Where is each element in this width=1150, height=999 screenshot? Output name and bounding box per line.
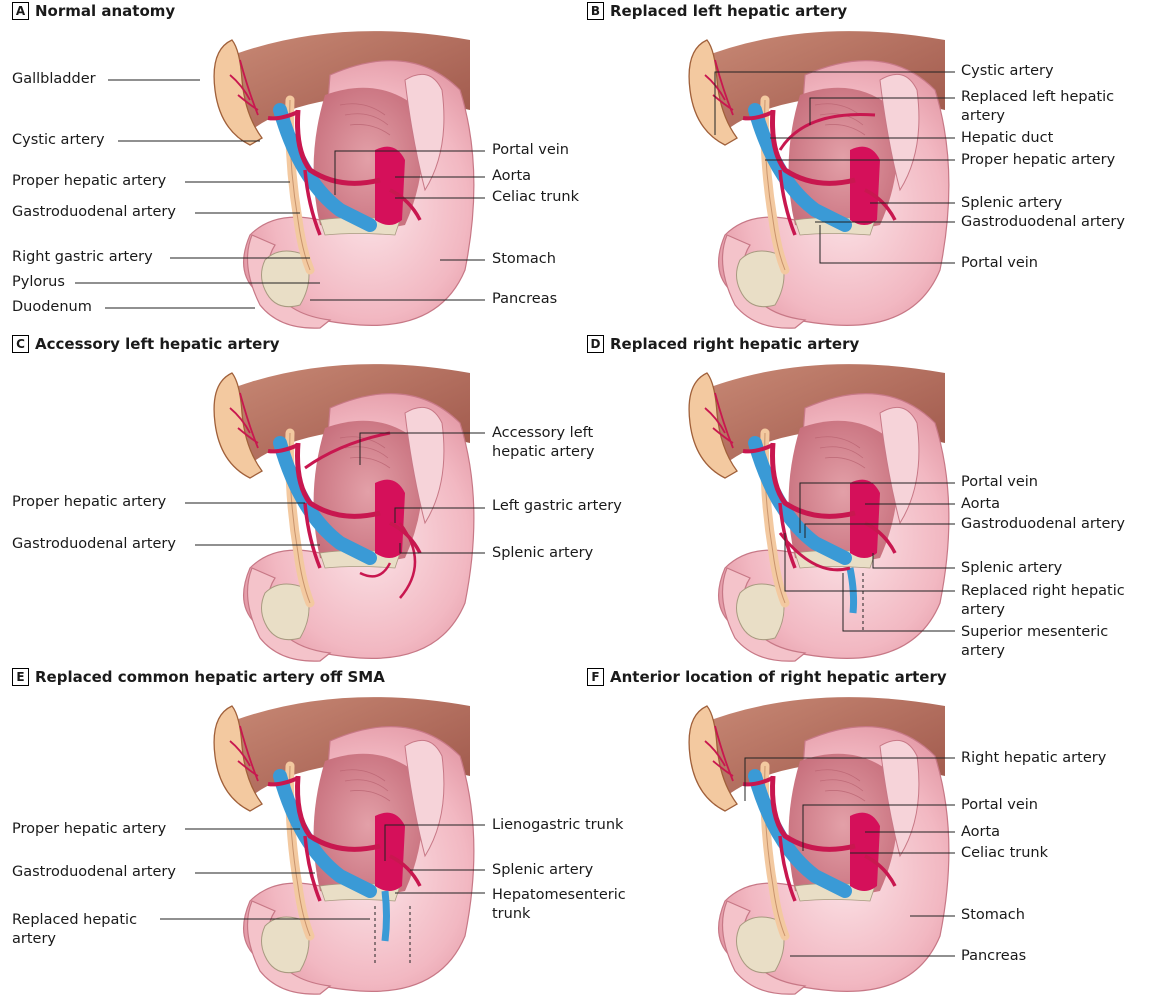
label-pylorus: Pylorus <box>12 273 65 292</box>
panel-title: B Replaced left hepatic artery <box>587 2 847 20</box>
panel-letter: E <box>12 668 29 686</box>
anatomy-illustration-f <box>575 666 1150 999</box>
label-duodenum: Duodenum <box>12 298 92 317</box>
panel-title: C Accessory left hepatic artery <box>12 335 280 353</box>
label-portal-vein: Portal vein <box>961 796 1038 815</box>
panel-title-text: Replaced right hepatic artery <box>610 335 859 353</box>
label-pancreas: Pancreas <box>961 947 1026 966</box>
panel-letter: C <box>12 335 29 353</box>
panel-title-text: Anterior location of right hepatic arter… <box>610 668 947 686</box>
label-cystic-artery: Cystic artery <box>961 62 1054 81</box>
label-portal-vein: Portal vein <box>961 473 1038 492</box>
label-gastroduodenal-artery: Gastroduodenal artery <box>961 515 1125 534</box>
label-aorta: Aorta <box>961 495 1000 514</box>
label-right-hepatic-artery: Right hepatic artery <box>961 749 1106 768</box>
label-gastroduodenal-artery: Gastroduodenal artery <box>961 213 1125 232</box>
panel-a: A Normal anatomy Gallbladder Cystic arte… <box>0 0 575 333</box>
label-replaced-right-hepatic-artery: Replaced right hepatic artery <box>961 582 1146 620</box>
label-right-gastric-artery: Right gastric artery <box>12 248 153 267</box>
panel-letter: F <box>587 668 604 686</box>
label-stomach: Stomach <box>961 906 1025 925</box>
label-gastroduodenal-artery: Gastroduodenal artery <box>12 535 176 554</box>
panel-b: B Replaced left hepatic artery Cystic ar… <box>575 0 1150 333</box>
panel-d: D Replaced right hepatic artery Portal v… <box>575 333 1150 666</box>
panel-title-text: Replaced left hepatic artery <box>610 2 847 20</box>
panel-letter: D <box>587 335 604 353</box>
panel-title: A Normal anatomy <box>12 2 175 20</box>
label-superior-mesenteric-artery: Superior mesenteric artery <box>961 623 1146 661</box>
panel-letter: A <box>12 2 29 20</box>
label-proper-hepatic-artery: Proper hepatic artery <box>12 172 166 191</box>
panel-title: E Replaced common hepatic artery off SMA <box>12 668 385 686</box>
label-hepatic-duct: Hepatic duct <box>961 129 1053 148</box>
panel-title: D Replaced right hepatic artery <box>587 335 859 353</box>
label-gallbladder: Gallbladder <box>12 70 96 89</box>
panel-f: F Anterior location of right hepatic art… <box>575 666 1150 999</box>
anatomy-illustration-a <box>0 0 575 333</box>
label-cystic-artery: Cystic artery <box>12 131 105 150</box>
panel-title-text: Normal anatomy <box>35 2 175 20</box>
label-proper-hepatic-artery: Proper hepatic artery <box>12 493 166 512</box>
label-aorta: Aorta <box>961 823 1000 842</box>
label-proper-hepatic-artery: Proper hepatic artery <box>12 820 166 839</box>
label-proper-hepatic-artery: Proper hepatic artery <box>961 151 1115 170</box>
panel-e: E Replaced common hepatic artery off SMA… <box>0 666 575 999</box>
panel-title-text: Accessory left hepatic artery <box>35 335 280 353</box>
label-replaced-hepatic-artery: Replaced hepatic artery <box>12 911 152 949</box>
panel-title-text: Replaced common hepatic artery off SMA <box>35 668 385 686</box>
panel-c: C Accessory left hepatic artery Proper h… <box>0 333 575 666</box>
label-celiac-trunk: Celiac trunk <box>961 844 1048 863</box>
label-aorta: Aorta <box>492 167 531 186</box>
label-splenic-artery: Splenic artery <box>961 194 1062 213</box>
panel-title: F Anterior location of right hepatic art… <box>587 668 947 686</box>
label-gastroduodenal-artery: Gastroduodenal artery <box>12 863 176 882</box>
label-splenic-artery: Splenic artery <box>961 559 1062 578</box>
label-replaced-left-hepatic-artery: Replaced left hepatic artery <box>961 88 1146 126</box>
label-portal-vein: Portal vein <box>492 141 569 160</box>
label-portal-vein: Portal vein <box>961 254 1038 273</box>
label-gastroduodenal-artery: Gastroduodenal artery <box>12 203 176 222</box>
label-stomach: Stomach <box>492 250 556 269</box>
label-celiac-trunk: Celiac trunk <box>492 188 579 207</box>
panel-letter: B <box>587 2 604 20</box>
label-pancreas: Pancreas <box>492 290 557 309</box>
